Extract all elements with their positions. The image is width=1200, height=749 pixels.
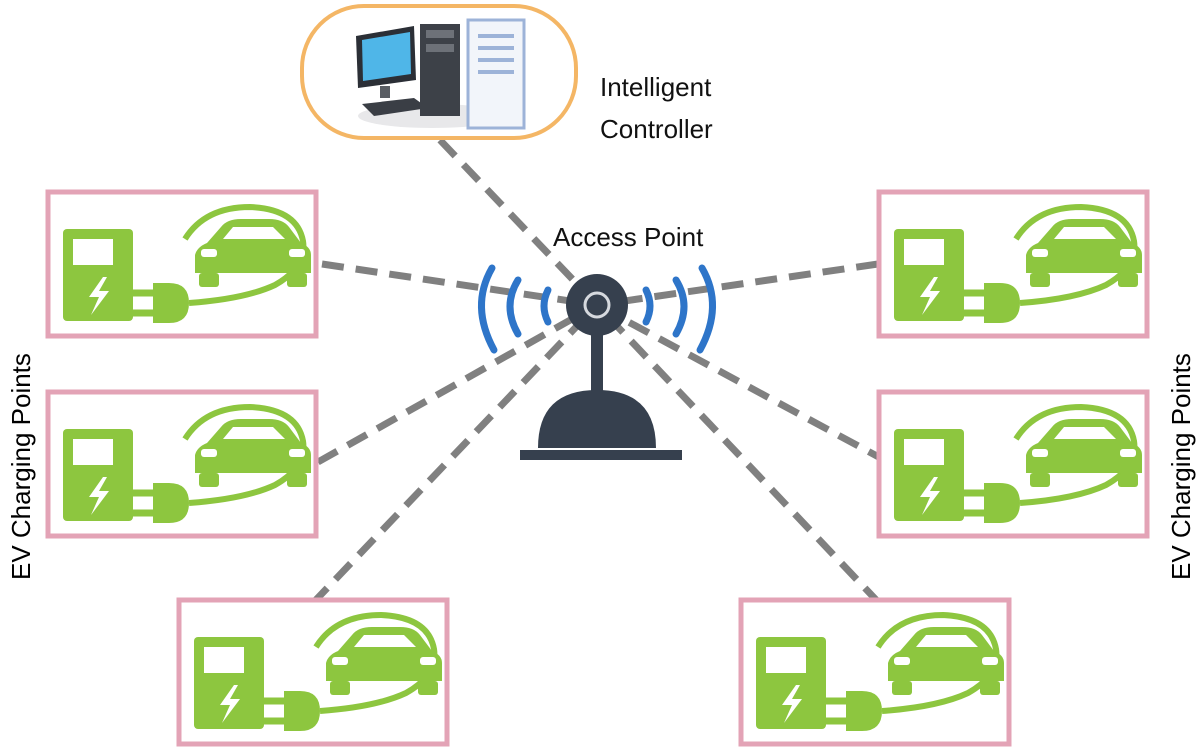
ev-charging-point-left-top [48, 192, 316, 336]
access-point-label: Access Point [553, 222, 704, 252]
link-controller [437, 137, 600, 308]
link-lines [309, 137, 890, 607]
access-point [478, 264, 716, 460]
ev-charging-point-left-middle [48, 392, 316, 536]
ev-charging-point-right-top [879, 192, 1147, 336]
controller-label-line1: Intelligent [600, 72, 712, 102]
controller-label: Intelligent Controller [600, 66, 713, 150]
link-left-middle [316, 301, 599, 466]
computer-icon [356, 18, 526, 130]
ev-charging-points-left-label: EV Charging Points [6, 353, 36, 580]
intelligent-controller [300, 4, 578, 140]
ev-charging-point-right-bottom [741, 600, 1009, 744]
link-right-bottom [594, 302, 883, 607]
link-right-top [596, 260, 879, 309]
wifi-waves-icon [478, 264, 716, 354]
ev-charging-point-right-middle [879, 392, 1147, 536]
ev-charging-points-right-label: EV Charging Points [1166, 353, 1196, 580]
link-left-bottom [309, 302, 600, 607]
link-left-top [321, 260, 598, 309]
controller-label-line2: Controller [600, 114, 713, 144]
link-right-middle [595, 301, 890, 466]
ev-charging-point-left-bottom [179, 600, 447, 744]
